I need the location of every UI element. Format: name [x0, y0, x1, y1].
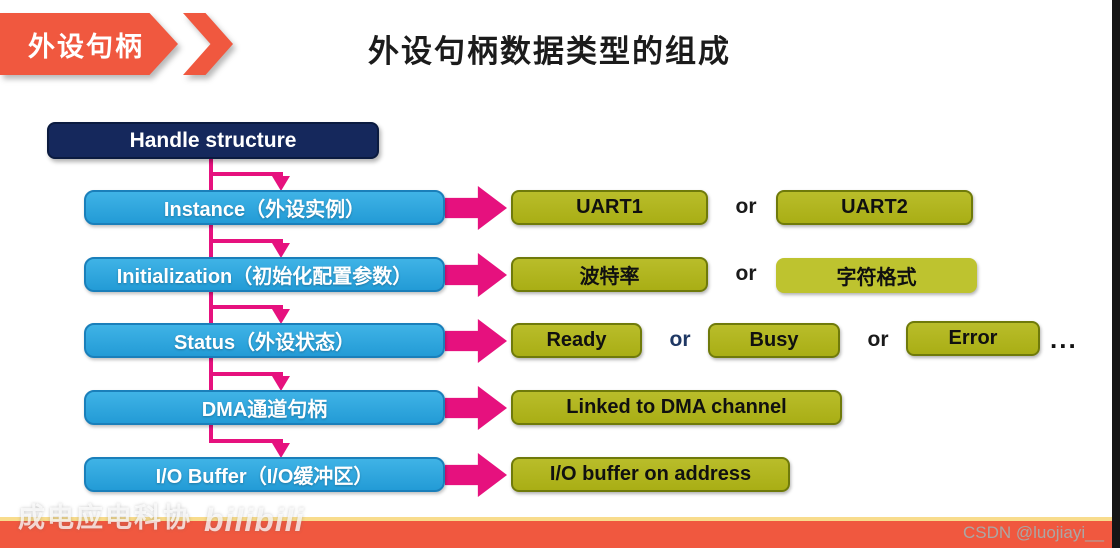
- connector-elbow: [209, 172, 283, 176]
- bilibili-logo: bilibili: [204, 502, 305, 538]
- field-box-initialization: Initialization（初始化配置参数）: [84, 257, 445, 292]
- arrow-down-icon: [272, 376, 290, 391]
- ellipsis-label: ...: [1050, 324, 1078, 354]
- arrow-right-icon: [445, 453, 507, 497]
- or-label: or: [735, 194, 757, 218]
- option-box-uart2: UART2: [776, 190, 973, 225]
- ribbon-banner-shape: 外设句柄: [0, 13, 178, 75]
- option-box-iobuffer-address: I/O buffer on address: [511, 457, 790, 492]
- field-box-iobuffer: I/O Buffer（I/O缓冲区）: [84, 457, 445, 492]
- arrow-right-icon: [445, 319, 507, 363]
- watermark-text: 成电应电科协: [18, 503, 192, 533]
- field-box-dma: DMA通道句柄: [84, 390, 445, 425]
- arrow-right-icon: [445, 186, 507, 230]
- arrow-down-icon: [272, 443, 290, 458]
- arrow-right-icon: [445, 386, 507, 430]
- connector-elbow: [209, 305, 283, 309]
- connector-elbow: [209, 439, 283, 443]
- option-box-charformat: 字符格式: [776, 258, 977, 293]
- footer-accent-line: [0, 517, 1120, 521]
- page-title: 外设句柄数据类型的组成: [368, 34, 731, 69]
- option-box-ready: Ready: [511, 323, 642, 358]
- or-label: or: [669, 327, 691, 351]
- handle-structure-box: Handle structure: [47, 122, 379, 159]
- field-box-status: Status（外设状态）: [84, 323, 445, 358]
- footer-bar: [0, 521, 1120, 548]
- option-box-busy: Busy: [708, 323, 840, 358]
- option-box-baudrate: 波特率: [511, 257, 708, 292]
- arrow-down-icon: [272, 243, 290, 258]
- option-box-uart1: UART1: [511, 190, 708, 225]
- arrow-down-icon: [272, 309, 290, 324]
- connector-trunk: [209, 157, 213, 443]
- or-label: or: [867, 327, 889, 351]
- right-edge-strip: [1112, 0, 1120, 548]
- option-box-dma-channel: Linked to DMA channel: [511, 390, 842, 425]
- or-label: or: [735, 261, 757, 285]
- field-box-instance: Instance（外设实例）: [84, 190, 445, 225]
- arrow-right-icon: [445, 253, 507, 297]
- option-box-error: Error: [906, 321, 1040, 356]
- arrow-down-icon: [272, 176, 290, 191]
- watermark: 成电应电科协 bilibili: [18, 496, 305, 538]
- connector-elbow: [209, 372, 283, 376]
- ribbon-label: 外设句柄: [28, 31, 144, 62]
- connector-elbow: [209, 239, 283, 243]
- chevron-right-icon: [183, 13, 233, 75]
- credit-text: CSDN @luojiayi__: [962, 523, 1104, 542]
